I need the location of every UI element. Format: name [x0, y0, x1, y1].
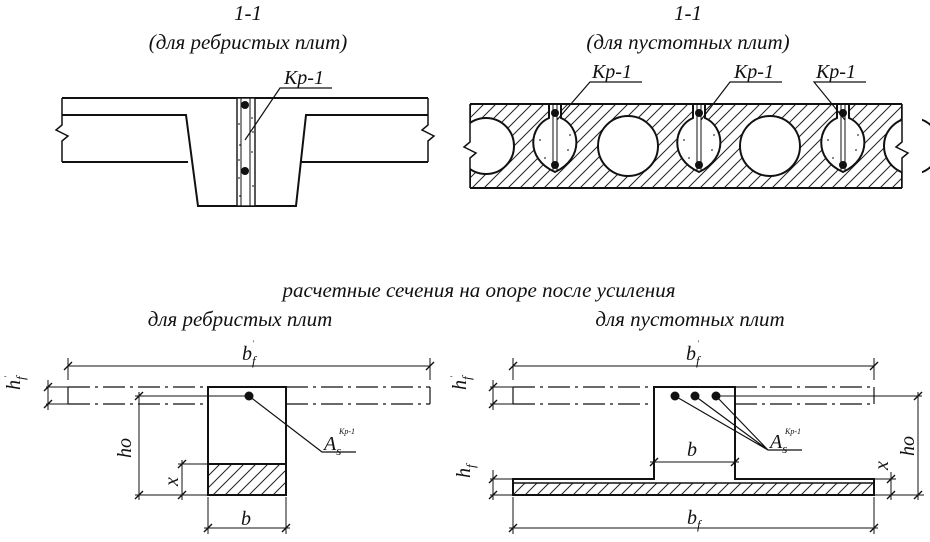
- rebar-leader: [248, 395, 356, 453]
- rebar-symbol: As: [768, 431, 787, 456]
- keyhole-joint-3: [820, 103, 866, 174]
- dim-ho: ho: [114, 438, 136, 458]
- clamp-label: Кр-1: [283, 67, 324, 89]
- dim-hf-prime: hf: [3, 374, 28, 390]
- clamp-label-2: Кр-1: [733, 61, 774, 83]
- rebar-superscript: Кр-1: [338, 427, 355, 436]
- dim-bf-prime: bf: [686, 343, 702, 368]
- break-line-left: [54, 98, 70, 162]
- bottom-left-section: для ребристых плит As Кр-1 bf ' hf ' ho …: [3, 307, 435, 534]
- break-line-right: [420, 98, 436, 162]
- dim-ho: ho: [897, 436, 919, 456]
- grout-dots: [238, 117, 254, 197]
- rebar-symbol: As: [322, 433, 341, 458]
- section-caption: для пустотных плит: [595, 307, 784, 331]
- dim-x: x: [161, 477, 183, 487]
- flange-dashed: [67, 386, 431, 405]
- dim-bf-prime: bf: [242, 343, 258, 368]
- rebar-top: [241, 101, 249, 109]
- dim-hf: hf: [453, 462, 478, 478]
- section-caption: для ребристых плит: [148, 307, 333, 331]
- voids: [457, 115, 930, 177]
- svg-text:': ': [252, 339, 254, 348]
- clamp-leader: [244, 87, 332, 141]
- dim-hf-prime: hf: [449, 374, 474, 390]
- rebar-leaders: [674, 395, 802, 451]
- rebar-superscript: Кр-1: [784, 427, 801, 436]
- keyhole-joint-1: [532, 103, 578, 174]
- top-left-section: 1-1 (для ребристых плит) Кр-1: [54, 1, 436, 207]
- section-caption: (для ребристых плит): [149, 30, 348, 54]
- dim-x: x: [871, 461, 893, 471]
- section-mark: 1-1: [674, 1, 702, 25]
- top-flange-dashed: [512, 386, 875, 405]
- bottom-flange-compression: [512, 482, 875, 496]
- break-line-left: [462, 104, 478, 188]
- compression-zone: [207, 463, 287, 496]
- middle-title: расчетные сечения на опоре после усилени…: [281, 278, 676, 302]
- svg-text:': ': [449, 376, 458, 378]
- clamp-label-3: Кр-1: [815, 61, 856, 83]
- svg-text:': ': [3, 376, 12, 378]
- top-right-section: 1-1 (для пустотных плит): [455, 1, 930, 192]
- dim-b: b: [687, 439, 697, 461]
- break-line-right: [894, 104, 910, 188]
- keyhole-joint-2: [676, 103, 722, 174]
- svg-text:': ': [697, 339, 699, 348]
- bottom-right-section: для пустотных плит As Кр-1 bf ' hf ' b h…: [449, 307, 924, 534]
- rebar-bottom: [241, 167, 249, 175]
- section-mark: 1-1: [234, 1, 262, 25]
- clamp-label-1: Кр-1: [591, 61, 632, 83]
- section-caption: (для пустотных плит): [586, 30, 789, 54]
- dim-bf: bf: [687, 507, 703, 532]
- dim-b: b: [241, 508, 251, 530]
